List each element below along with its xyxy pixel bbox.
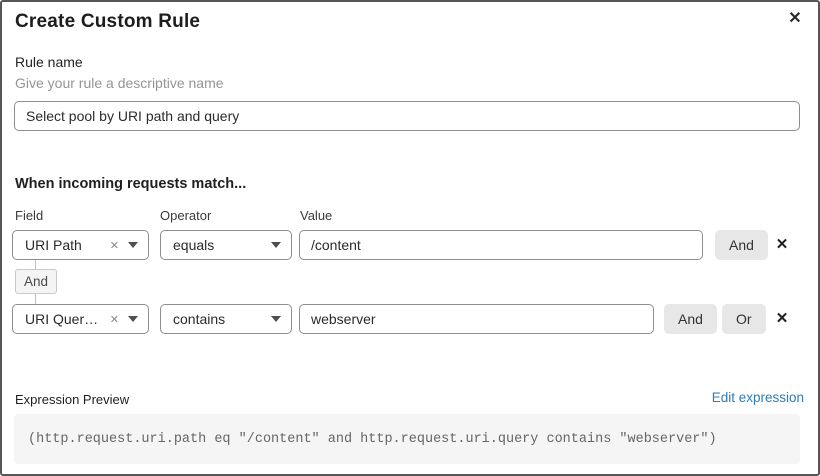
operator-select-value: equals <box>173 237 215 253</box>
operator-select[interactable]: equals <box>160 230 292 260</box>
and-button[interactable]: And <box>664 304 717 334</box>
rule-name-input[interactable] <box>14 101 800 131</box>
expression-code-text: (http.request.uri.path eq "/content" and… <box>28 431 717 447</box>
and-button[interactable]: And <box>715 230 768 260</box>
chevron-down-icon <box>271 242 281 248</box>
rule-name-help: Give your rule a descriptive name <box>15 75 224 91</box>
field-select[interactable]: URI Path ✕ <box>12 230 149 260</box>
clear-icon[interactable]: ✕ <box>109 313 119 326</box>
value-input[interactable] <box>299 230 703 260</box>
match-heading: When incoming requests match... <box>15 176 247 192</box>
dialog-title: Create Custom Rule <box>15 11 201 32</box>
expression-preview-label: Expression Preview <box>15 392 130 407</box>
operator-select-value: contains <box>173 311 226 327</box>
and-connector-badge: And <box>15 269 57 294</box>
connector-line <box>35 294 36 304</box>
operator-select[interactable]: contains <box>160 304 292 334</box>
remove-condition-icon[interactable]: ✕ <box>775 236 789 253</box>
field-select-value: URI Path <box>25 237 82 253</box>
close-icon[interactable]: ✕ <box>788 10 802 27</box>
value-input[interactable] <box>299 304 654 334</box>
field-select-value: URI Query St... <box>25 311 104 327</box>
operator-column-label: Operator <box>160 208 212 223</box>
chevron-down-icon <box>128 316 138 322</box>
expression-preview-code: (http.request.uri.path eq "/content" and… <box>14 414 800 464</box>
chevron-down-icon <box>128 242 138 248</box>
remove-condition-icon[interactable]: ✕ <box>775 310 789 327</box>
connector-line <box>35 260 36 269</box>
chevron-down-icon <box>271 316 281 322</box>
or-button[interactable]: Or <box>722 304 766 334</box>
field-column-label: Field <box>15 208 44 223</box>
clear-icon[interactable]: ✕ <box>109 239 119 252</box>
rule-name-label: Rule name <box>15 54 83 70</box>
field-select[interactable]: URI Query St... ✕ <box>12 304 149 334</box>
value-column-label: Value <box>300 208 333 223</box>
edit-expression-link[interactable]: Edit expression <box>711 390 804 405</box>
